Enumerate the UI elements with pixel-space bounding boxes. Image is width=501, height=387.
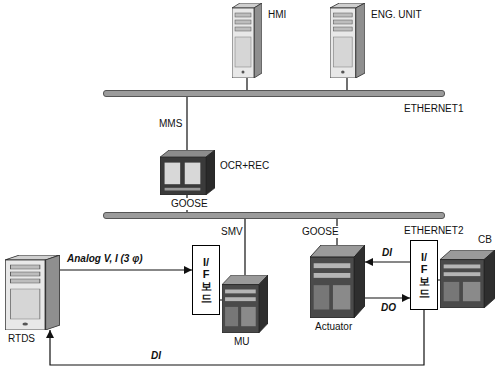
network-bus: ETHERNET1 (103, 90, 445, 97)
breaker-device: CB (440, 250, 495, 308)
interface-board: I/F 보드 (410, 240, 438, 310)
board-label: I/F 보드 (201, 256, 212, 304)
signal-label: DI (150, 350, 162, 362)
signal-label: MMS (158, 118, 183, 130)
device-label: ETHERNET1 (404, 103, 463, 115)
device-label: HMI (268, 9, 286, 21)
connector-line (246, 78, 247, 90)
connector-line (60, 269, 192, 270)
device-label: OCR+REC (220, 160, 269, 172)
connector-line (220, 299, 222, 300)
board-label: I/F 보드 (419, 251, 430, 299)
network-bus: ETHERNET2 (103, 212, 445, 219)
device-label: RTDS (8, 333, 35, 345)
connector-line (365, 297, 410, 298)
relay-device: OCR+REC (160, 150, 215, 195)
signal-label: GOOSE (301, 226, 340, 238)
device-label: Actuator (315, 321, 352, 333)
actuator-device: Actuator (310, 245, 365, 318)
device-label: ETHERNET2 (404, 225, 463, 237)
connector-line (244, 219, 245, 275)
device-label: MU (234, 336, 250, 348)
connector-line (50, 310, 424, 365)
merging-unit: MU (222, 275, 268, 333)
device-label: CB (478, 234, 492, 246)
simulator-device: RTDS (5, 255, 60, 330)
server-icon: HMI (232, 3, 262, 78)
signal-label: Analog V, I (3 φ) (66, 253, 144, 265)
device-label: ENG. UNIT (371, 9, 422, 21)
interface-board: I/F 보드 (192, 245, 220, 315)
server-icon: ENG. UNIT (330, 3, 365, 78)
connector-line (346, 78, 347, 90)
signal-label: GOOSE (170, 198, 209, 210)
signal-label: SMV (220, 226, 244, 238)
connector-line (438, 279, 440, 280)
connector-line (365, 261, 410, 262)
signal-label: DO (380, 302, 397, 314)
signal-label: DI (381, 247, 393, 259)
connector-line (186, 97, 187, 150)
